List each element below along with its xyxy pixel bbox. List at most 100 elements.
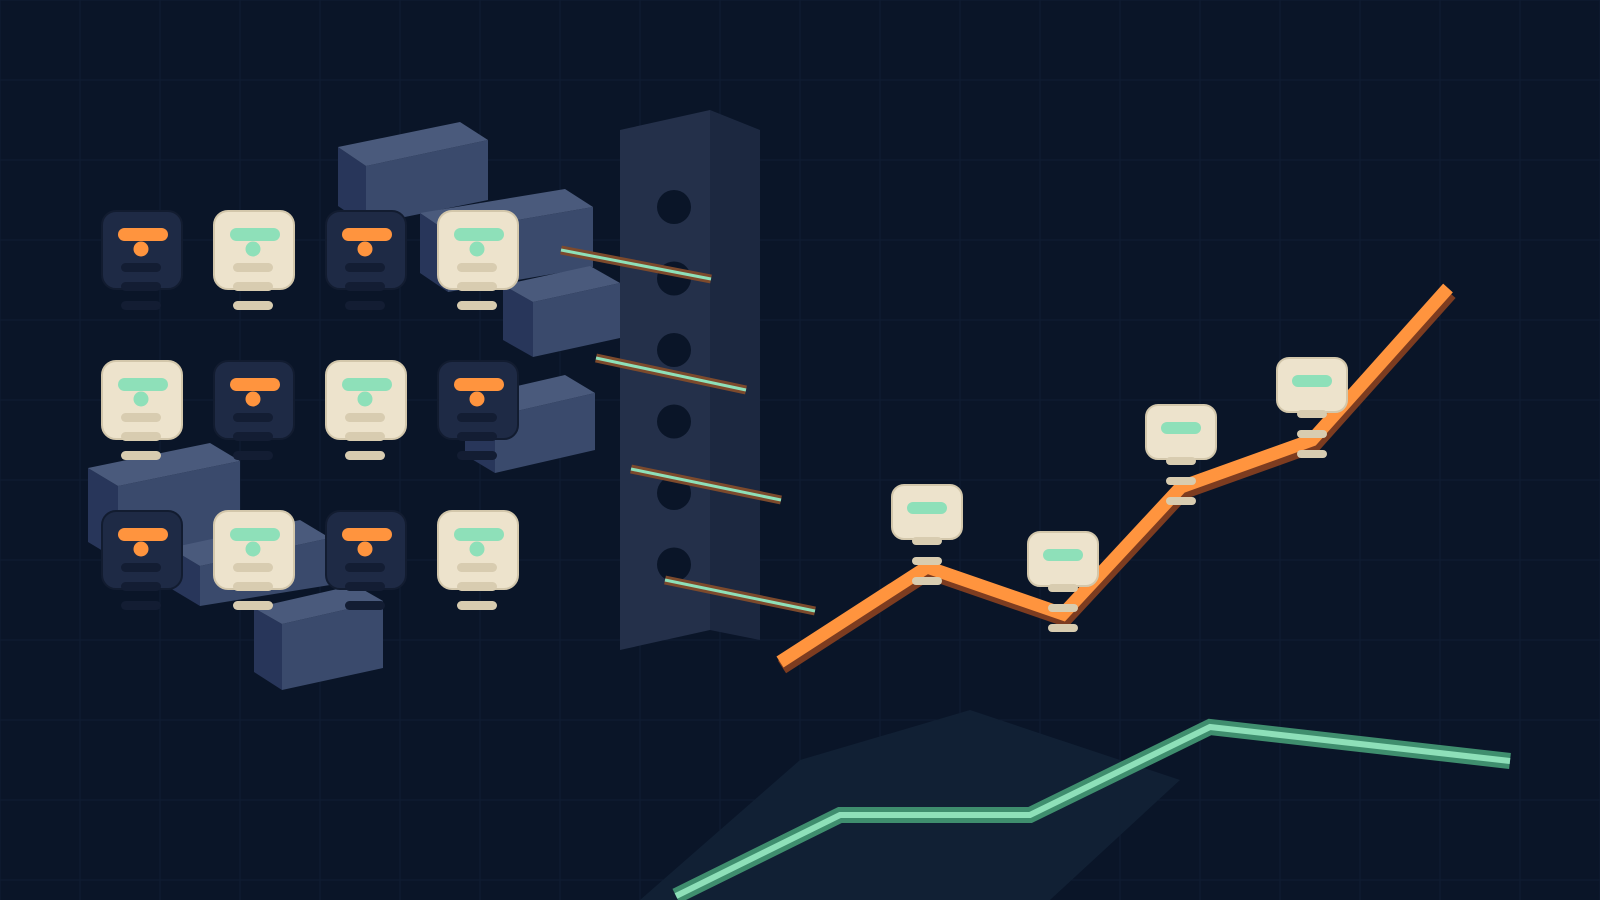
card-accent-bar <box>118 528 168 541</box>
mint-trend-line <box>672 718 1511 900</box>
card-bar <box>457 432 497 441</box>
connector <box>595 353 747 395</box>
marker-accent <box>1292 375 1332 387</box>
connector <box>630 464 782 505</box>
card-bar <box>121 413 161 422</box>
card-bar <box>457 413 497 422</box>
card-accent-bar <box>230 528 280 541</box>
card-accent-dot <box>245 541 261 557</box>
connector-highlight <box>630 467 782 502</box>
marker-stem <box>1048 624 1078 632</box>
card-dark <box>325 210 407 310</box>
card-accent-bar <box>454 228 504 241</box>
card-bar <box>233 601 273 610</box>
tower-hole <box>657 190 691 224</box>
connector-lines <box>560 245 816 616</box>
card-accent-dot <box>469 541 485 557</box>
card-bar <box>457 263 497 272</box>
card-bar <box>121 432 161 441</box>
card-accent-bar <box>118 378 168 391</box>
block-front <box>495 393 595 473</box>
card-accent-dot <box>245 391 261 407</box>
card-bar <box>121 563 161 572</box>
card-bar <box>233 263 273 272</box>
card-light <box>437 510 519 610</box>
card-bar <box>233 413 273 422</box>
card-accent-dot <box>133 541 149 557</box>
trend-marker <box>1027 531 1099 632</box>
card-light <box>101 360 183 460</box>
card-accent-dot <box>469 241 485 257</box>
card-bar <box>345 263 385 272</box>
card-accent-dot <box>133 391 149 407</box>
tower-hole <box>657 476 691 510</box>
card-bar <box>121 263 161 272</box>
card-bar <box>121 282 161 291</box>
card-bar <box>345 601 385 610</box>
block-front <box>533 283 620 357</box>
marker-stem <box>1048 584 1078 592</box>
card-bar <box>457 582 497 591</box>
card-accent-bar <box>118 228 168 241</box>
card-accent-dot <box>133 241 149 257</box>
marker-stem <box>1166 497 1196 505</box>
card-dark <box>101 210 183 310</box>
tower-hole <box>657 547 691 582</box>
block-front <box>366 140 488 225</box>
block-right-upper <box>503 266 620 357</box>
card-light <box>325 360 407 460</box>
card-bar <box>457 451 497 460</box>
marker-stem <box>1297 430 1327 438</box>
block-top-left <box>338 122 488 225</box>
card-grid <box>101 210 519 610</box>
tower-side <box>710 110 760 640</box>
card-accent-bar <box>454 528 504 541</box>
block-top <box>254 585 383 624</box>
card-bar <box>121 601 161 610</box>
trend-marker <box>1145 404 1217 505</box>
card-accent-dot <box>357 541 373 557</box>
card-dark <box>437 360 519 460</box>
tower-hole <box>657 404 691 439</box>
card-accent-bar <box>342 228 392 241</box>
tower-hole <box>657 333 691 367</box>
connector-highlight <box>664 578 816 613</box>
marker-accent <box>907 502 947 514</box>
card-dark <box>213 360 295 460</box>
card-bar <box>233 301 273 310</box>
card-accent-bar <box>454 378 504 391</box>
mint-line-inner <box>674 723 1511 899</box>
block-bottom <box>254 585 383 690</box>
card-bar <box>345 451 385 460</box>
perforated-tower <box>620 110 760 650</box>
marker-accent <box>1043 549 1083 561</box>
card-bar <box>345 301 385 310</box>
card-light <box>213 210 295 310</box>
marker-stem <box>1297 450 1327 458</box>
block-top <box>503 266 620 302</box>
card-bar <box>233 282 273 291</box>
card-bar <box>233 451 273 460</box>
block-side <box>503 285 533 357</box>
marker-stem <box>1166 457 1196 465</box>
card-bar <box>121 582 161 591</box>
card-bar <box>233 432 273 441</box>
connector-highlight <box>595 356 747 392</box>
block-side <box>338 147 366 225</box>
card-bar <box>345 413 385 422</box>
trend-line <box>776 283 1453 668</box>
marker-accent <box>1161 422 1201 434</box>
block-front <box>282 601 383 690</box>
card-dark <box>101 510 183 610</box>
marker-stem <box>1048 604 1078 612</box>
card-bar <box>345 282 385 291</box>
block-side <box>254 608 282 690</box>
card-accent-dot <box>245 241 261 257</box>
connector <box>560 245 712 284</box>
card-bar <box>457 301 497 310</box>
marker-stem <box>912 577 942 585</box>
block-top <box>338 122 488 166</box>
trend-marker <box>1276 357 1348 458</box>
card-accent-bar <box>230 378 280 391</box>
card-accent-bar <box>342 528 392 541</box>
